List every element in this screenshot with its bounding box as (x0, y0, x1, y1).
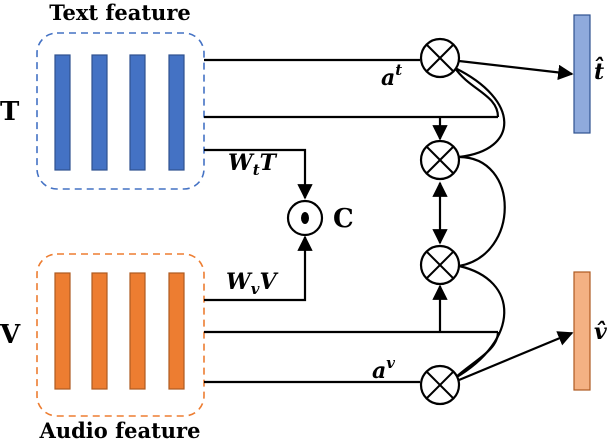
audio-feature-bar-2 (91, 272, 108, 390)
text-feature-bars (54, 54, 185, 171)
text-feature-title: Text feature (49, 0, 191, 25)
audio-input-label: V (0, 320, 21, 350)
audio-feature-bar-3 (129, 272, 146, 390)
t-hat-output-bar (573, 14, 591, 134)
audio-feature-title: Audio feature (39, 418, 201, 442)
multiply-middle-top (419, 139, 461, 181)
v-hat-output-bar (573, 271, 591, 391)
t-hat-label: t̂ (594, 57, 604, 85)
wv-label: WvV (226, 269, 278, 298)
multiply-at (419, 37, 461, 79)
at-label: at (381, 61, 402, 91)
text-feature-bar-4 (168, 54, 185, 171)
v-hat-label: v̂ (594, 319, 607, 345)
audio-feature-bar-1 (54, 272, 71, 390)
text-feature-bar-1 (54, 54, 71, 171)
combine-node (286, 199, 324, 237)
combine-label: C (333, 204, 354, 234)
text-feature-bar-3 (129, 54, 146, 171)
text-feature-bar-2 (91, 54, 108, 171)
multiply-middle-bottom (419, 244, 461, 286)
wt-label: WtT (228, 150, 278, 179)
connection-wires (204, 58, 574, 384)
audio-feature-box (36, 253, 205, 417)
text-input-label: T (0, 97, 20, 127)
text-feature-box (36, 32, 205, 190)
multiply-av (419, 364, 461, 406)
av-label: av (372, 354, 395, 384)
audio-feature-bar-4 (168, 272, 185, 390)
audio-feature-bars (54, 272, 185, 390)
